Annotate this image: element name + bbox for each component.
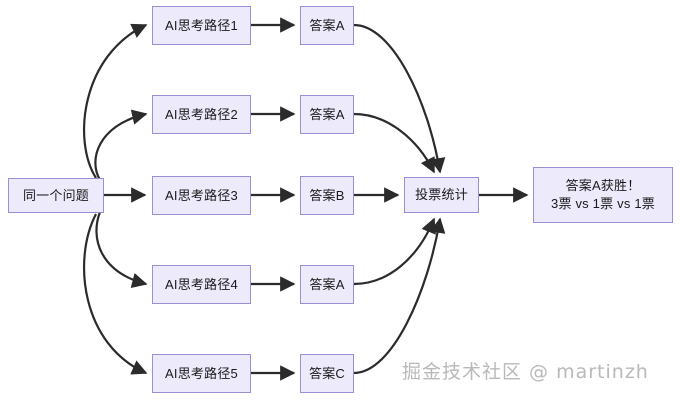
node-answer-5-label: 答案C <box>309 365 345 381</box>
node-path-3-label: AI思考路径3 <box>165 187 238 203</box>
node-path-5[interactable]: AI思考路径5 <box>152 354 251 393</box>
edge-question-to-path2 <box>94 109 148 181</box>
node-path-3[interactable]: AI思考路径3 <box>152 176 251 215</box>
node-answer-3[interactable]: 答案B <box>300 176 354 215</box>
node-path-1[interactable]: AI思考路径1 <box>152 6 251 45</box>
edge-answer2-to-vote <box>353 112 435 174</box>
node-answer-4[interactable]: 答案A <box>300 265 354 304</box>
edge-answer1-to-vote <box>353 23 446 174</box>
node-answer-3-label: 答案B <box>309 187 345 203</box>
edge-question-to-path5 <box>82 213 148 375</box>
node-answer-1[interactable]: 答案A <box>300 6 354 45</box>
node-path-1-label: AI思考路径1 <box>165 17 238 33</box>
node-path-4[interactable]: AI思考路径4 <box>152 265 251 304</box>
node-path-4-label: AI思考路径4 <box>165 276 238 292</box>
edge-question-to-path1 <box>82 23 148 179</box>
edge-answer4-to-vote <box>353 217 436 286</box>
watermark: 掘金技术社区 @ martinzh <box>402 357 649 384</box>
node-result[interactable]: 答案A获胜！ 3票 vs 1票 vs 1票 <box>533 167 673 223</box>
node-answer-5[interactable]: 答案C <box>300 354 354 393</box>
node-answer-4-label: 答案A <box>309 276 345 292</box>
node-vote-tally-label: 投票统计 <box>415 187 468 203</box>
node-answer-1-label: 答案A <box>309 17 345 33</box>
edge-question-to-path4 <box>95 211 148 288</box>
edge-answer5-to-vote <box>353 217 446 375</box>
node-answer-2-label: 答案A <box>309 106 345 122</box>
node-result-line2: 3票 vs 1票 vs 1票 <box>551 196 655 211</box>
node-answer-2[interactable]: 答案A <box>300 95 354 134</box>
node-vote-tally[interactable]: 投票统计 <box>404 177 479 213</box>
node-path-2-label: AI思考路径2 <box>165 106 238 122</box>
watermark-text: 掘金技术社区 @ martinzh <box>402 361 649 383</box>
node-result-line1: 答案A获胜！ <box>565 178 641 194</box>
node-path-2[interactable]: AI思考路径2 <box>152 95 251 134</box>
node-question-label: 同一个问题 <box>22 187 89 203</box>
node-question[interactable]: 同一个问题 <box>8 178 104 213</box>
node-path-5-label: AI思考路径5 <box>165 365 238 381</box>
